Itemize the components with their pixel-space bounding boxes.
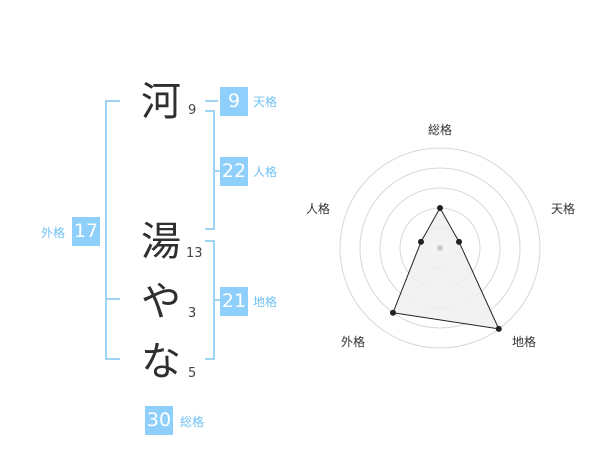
name-char-1: 河	[141, 79, 181, 125]
chikaku-connector	[215, 299, 220, 301]
radar-center	[437, 245, 443, 251]
soukaku-label: 総格	[180, 415, 205, 429]
tenkaku-label: 天格	[253, 95, 278, 109]
chikaku-value: 21	[220, 287, 248, 316]
name-char-4: な	[141, 339, 181, 385]
chikaku-label: 地格	[253, 295, 278, 309]
radar-point-gai	[389, 309, 396, 316]
tenkaku-connector	[205, 100, 218, 102]
stroke-count-3: 3	[188, 306, 197, 321]
radar-rings	[339, 147, 541, 349]
gaikaku-value: 17	[72, 217, 100, 246]
jinkaku-label: 人格	[253, 165, 278, 179]
radar-shape	[392, 206, 500, 330]
radar-point-jin	[417, 238, 424, 245]
tenkaku-value: 9	[220, 87, 248, 116]
gaikaku-bracket-mid-tick	[105, 298, 120, 300]
radar-label-tenkaku: 天格	[550, 202, 576, 216]
name-char-3: や	[141, 279, 181, 325]
stroke-count-2: 13	[186, 246, 203, 261]
radar-label-gaikaku: 外格	[340, 335, 366, 349]
radar-ring	[359, 167, 521, 329]
name-char-2: 湯	[141, 219, 181, 265]
radar-label-jinkaku: 人格	[305, 202, 331, 216]
jinkaku-value: 22	[220, 157, 248, 186]
jinkaku-bracket	[205, 110, 215, 230]
radar-point-sou	[437, 205, 443, 211]
radar-points	[389, 205, 502, 332]
soukaku-value: 30	[145, 406, 173, 435]
radar-point-ten	[456, 238, 463, 245]
gaikaku-bracket	[105, 100, 120, 360]
radar-label-soukaku: 総格	[427, 123, 453, 137]
stroke-count-1: 9	[188, 103, 197, 118]
radar-label-chikaku: 地格	[511, 335, 537, 349]
radar-ring	[339, 147, 541, 349]
radar-point-chi	[495, 325, 502, 332]
chikaku-bracket	[205, 240, 215, 360]
stroke-count-4: 5	[188, 366, 197, 381]
jinkaku-connector	[215, 170, 220, 172]
gaikaku-label: 外格	[41, 226, 66, 240]
